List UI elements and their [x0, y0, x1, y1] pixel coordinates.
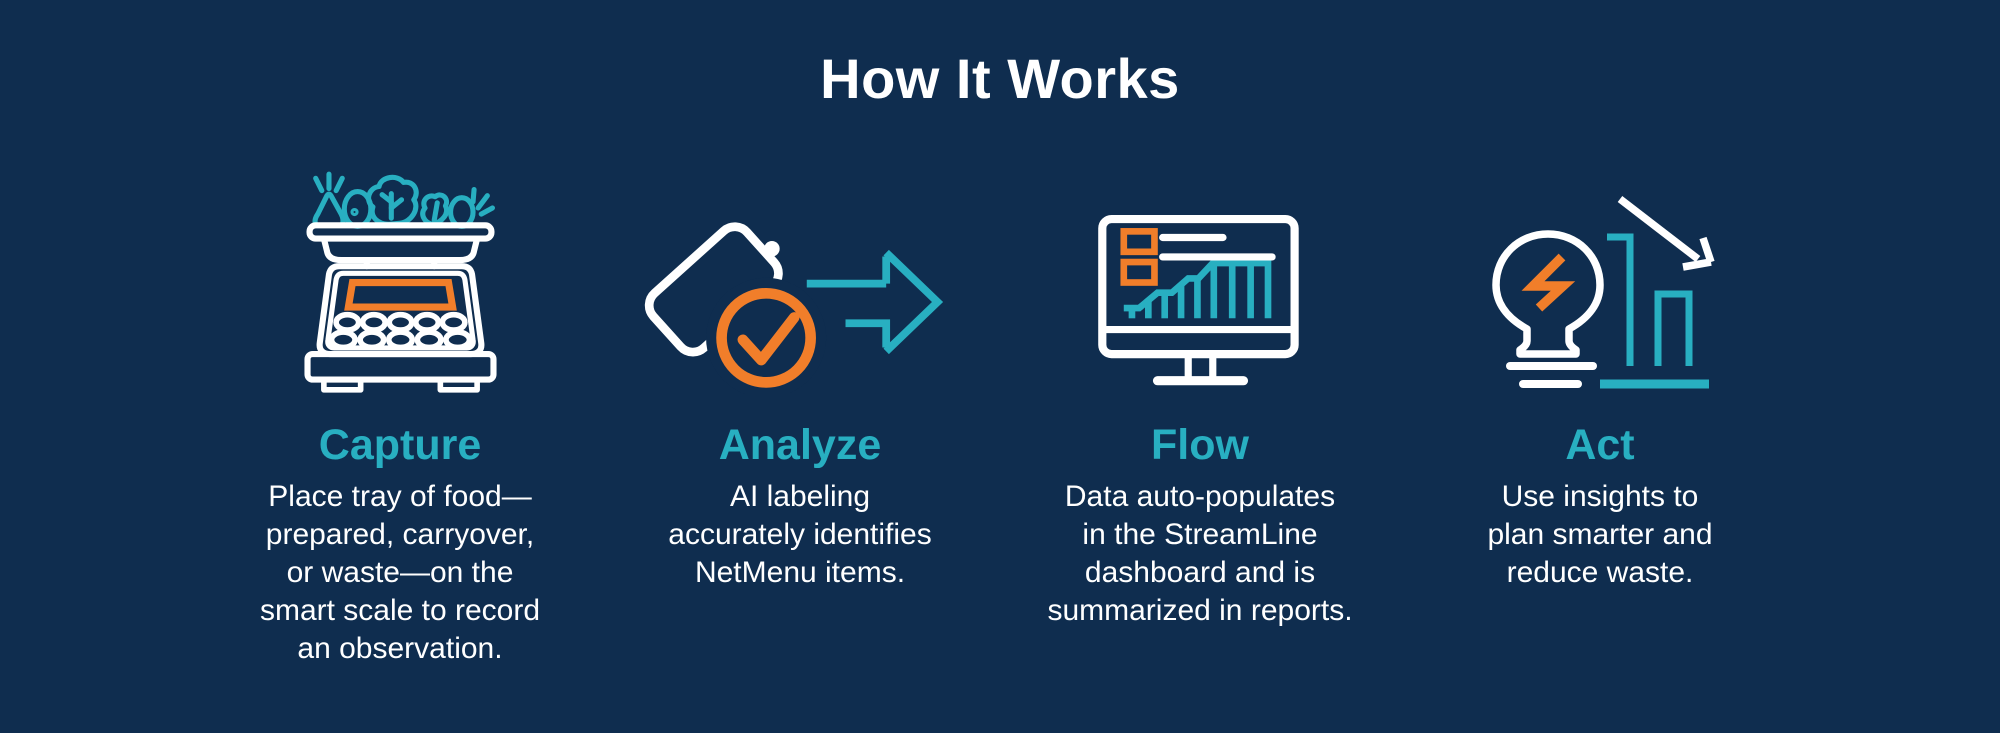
step-act: Act Use insights to plan smarter and red… — [1400, 144, 1800, 668]
tag-check-arrow-icon — [644, 222, 944, 394]
page-title: How It Works — [820, 47, 1180, 110]
step-flow: Flow Data auto-populates in the StreamLi… — [1000, 144, 1400, 668]
capture-description: Place tray of food— prepared, carryover,… — [259, 480, 541, 665]
steps-row: Capture Place tray of food— prepared, ca… — [0, 144, 2000, 668]
dashboard-monitor-icon — [1097, 215, 1299, 386]
act-heading: Act — [1565, 421, 1635, 469]
act-icon-box — [1478, 144, 1723, 394]
capture-heading: Capture — [318, 421, 482, 469]
analyze-description: AI labeling accurately identifies NetMen… — [668, 480, 932, 589]
capture-icon-box — [283, 144, 518, 394]
lightbulb-decline-chart-icon — [1491, 196, 1715, 389]
analyze-heading: Analyze — [718, 421, 882, 469]
smart-scale-with-food-icon — [303, 171, 497, 393]
act-description: Use insights to plan smarter and reduce … — [1487, 480, 1713, 589]
flow-description: Data auto-populates in the StreamLine da… — [1047, 480, 1353, 627]
flow-icon-box — [1097, 144, 1303, 394]
step-analyze: Analyze AI labeling accurately identifie… — [600, 144, 1000, 668]
analyze-icon-box — [640, 144, 960, 394]
step-capture: Capture Place tray of food— prepared, ca… — [200, 144, 600, 668]
flow-heading: Flow — [1151, 421, 1249, 469]
